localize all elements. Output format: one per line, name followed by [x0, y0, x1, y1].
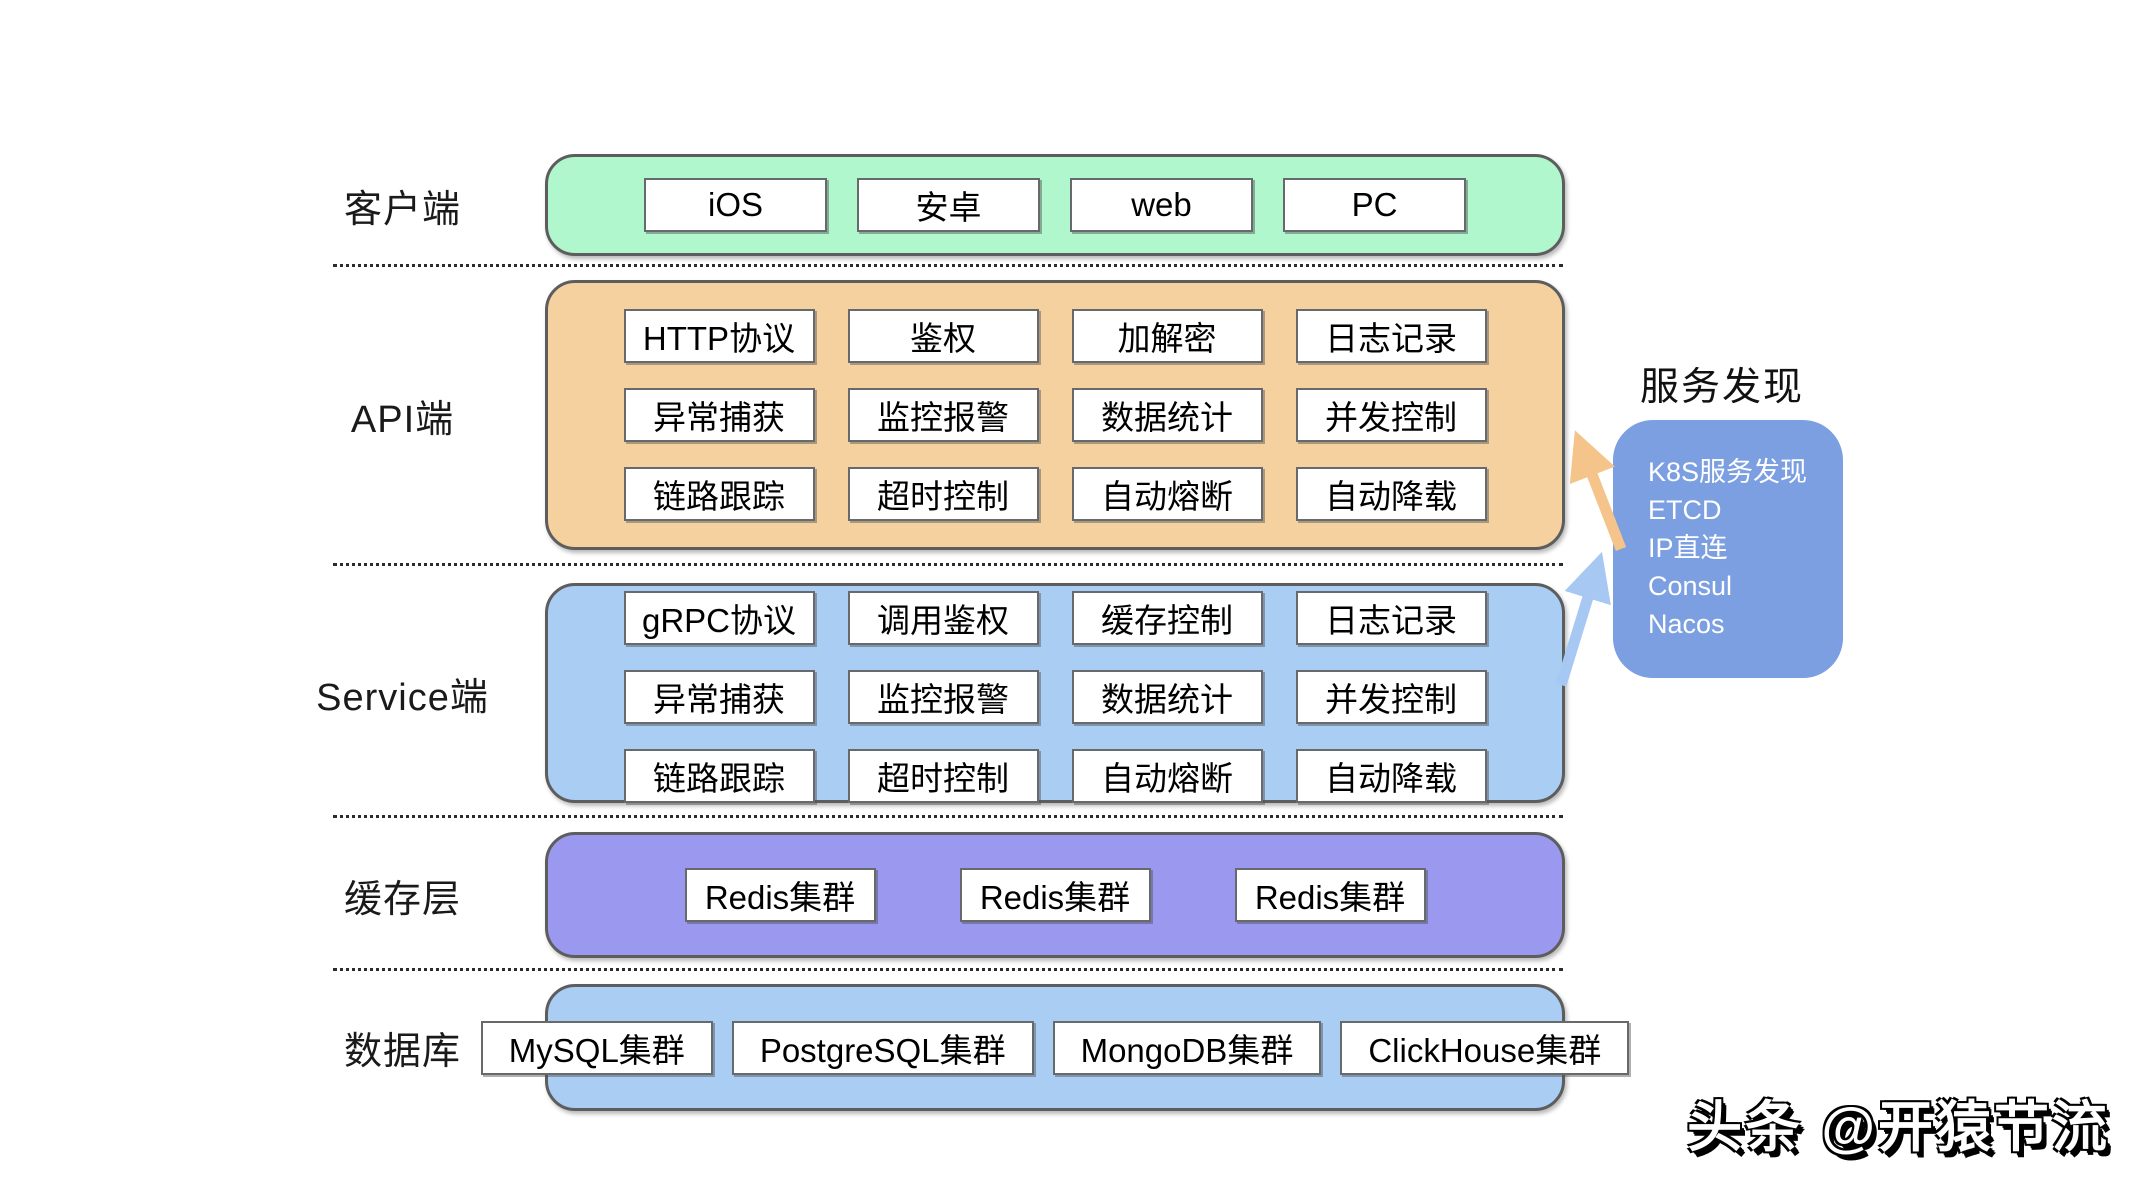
service-discovery-option: K8S服务发现: [1648, 457, 1808, 487]
layer-item: gRPC协议: [623, 591, 815, 645]
layer-item: 超时控制: [847, 749, 1039, 803]
layer-item: MongoDB集群: [1052, 1020, 1322, 1075]
layer-item: PC: [1283, 178, 1466, 232]
service-items-row: gRPC协议 调用鉴权 缓存控制 日志记录: [623, 591, 1487, 645]
layer-item: 自动降载: [1295, 749, 1487, 803]
service-discovery-option: ETCD: [1648, 495, 1722, 525]
layer-item: ClickHouse集群: [1340, 1020, 1630, 1075]
db-items-row: MySQL集群 PostgreSQL集群 MongoDB集群 ClickHous…: [480, 1020, 1630, 1075]
api-items-row: 异常捕获 监控报警 数据统计 并发控制: [623, 388, 1487, 442]
service-discovery-box: K8S服务发现 ETCD IP直连 Consul Nacos: [1613, 420, 1843, 678]
layer-item: Redis集群: [1234, 868, 1426, 922]
layer-item: 日志记录: [1295, 309, 1487, 363]
service-items-row: 异常捕获 监控报警 数据统计 并发控制: [623, 670, 1487, 724]
layer-item: 链路跟踪: [623, 749, 815, 803]
layer-item: 并发控制: [1295, 670, 1487, 724]
layer-box-api: HTTP协议 鉴权 加解密 日志记录 异常捕获 监控报警 数据统计 并发控制 链…: [545, 280, 1565, 550]
layer-label-cache: 缓存层: [343, 878, 461, 921]
layer-item: 链路跟踪: [623, 467, 815, 521]
layer-item: web: [1070, 178, 1253, 232]
layer-item: 监控报警: [847, 670, 1039, 724]
layer-item: 监控报警: [847, 388, 1039, 442]
layer-box-client: iOS 安卓 web PC: [545, 154, 1565, 256]
api-items-row: HTTP协议 鉴权 加解密 日志记录: [623, 309, 1487, 363]
layer-item: 异常捕获: [623, 670, 815, 724]
client-items-row: iOS 安卓 web PC: [644, 178, 1466, 232]
layer-item: 调用鉴权: [847, 591, 1039, 645]
service-discovery-title: 服务发现: [1640, 366, 1805, 409]
layer-label-client: 客户端: [343, 188, 461, 231]
dotted-separator: [333, 264, 1563, 267]
layer-item: Redis集群: [684, 868, 876, 922]
watermark: 头条 @开猿节流: [1687, 1096, 2110, 1158]
layer-item: 数据统计: [1071, 388, 1263, 442]
layer-item: 数据统计: [1071, 670, 1263, 724]
service-discovery-option: Consul: [1648, 571, 1733, 601]
dotted-separator: [333, 563, 1563, 566]
layer-item: 安卓: [857, 178, 1040, 232]
layer-item: 日志记录: [1295, 591, 1487, 645]
api-items-row: 链路跟踪 超时控制 自动熔断 自动降载: [623, 467, 1487, 521]
layer-item: iOS: [644, 178, 827, 232]
layer-box-service: gRPC协议 调用鉴权 缓存控制 日志记录 异常捕获 监控报警 数据统计 并发控…: [545, 583, 1565, 803]
service-discovery-option: IP直连: [1648, 533, 1728, 563]
layer-item: Redis集群: [959, 868, 1151, 922]
layer-item: 自动降载: [1295, 467, 1487, 521]
dotted-separator: [333, 815, 1563, 818]
layer-item: 自动熔断: [1071, 749, 1263, 803]
service-discovery-option: Nacos: [1648, 609, 1725, 639]
layer-item: PostgreSQL集群: [731, 1020, 1034, 1075]
arrow-to-service-discovery: [1555, 551, 1611, 687]
layer-item: HTTP协议: [623, 309, 815, 363]
layer-item: 自动熔断: [1071, 467, 1263, 521]
layer-item: 超时控制: [847, 467, 1039, 521]
layer-item: 异常捕获: [623, 388, 815, 442]
layer-label-api: API端: [350, 398, 455, 441]
layer-item: 并发控制: [1295, 388, 1487, 442]
dotted-separator: [333, 968, 1563, 971]
layer-box-cache: Redis集群 Redis集群 Redis集群: [545, 832, 1565, 958]
layer-item: 缓存控制: [1071, 591, 1263, 645]
layer-box-db: MySQL集群 PostgreSQL集群 MongoDB集群 ClickHous…: [480, 984, 1630, 1111]
layer-item: 加解密: [1071, 309, 1263, 363]
service-items-row: 链路跟踪 超时控制 自动熔断 自动降载: [623, 749, 1487, 803]
layer-item: 鉴权: [847, 309, 1039, 363]
cache-items-row: Redis集群 Redis集群 Redis集群: [684, 868, 1426, 922]
layer-label-db: 数据库: [343, 1031, 461, 1073]
layer-item: MySQL集群: [480, 1020, 713, 1075]
layer-label-service: Service端: [316, 676, 489, 719]
